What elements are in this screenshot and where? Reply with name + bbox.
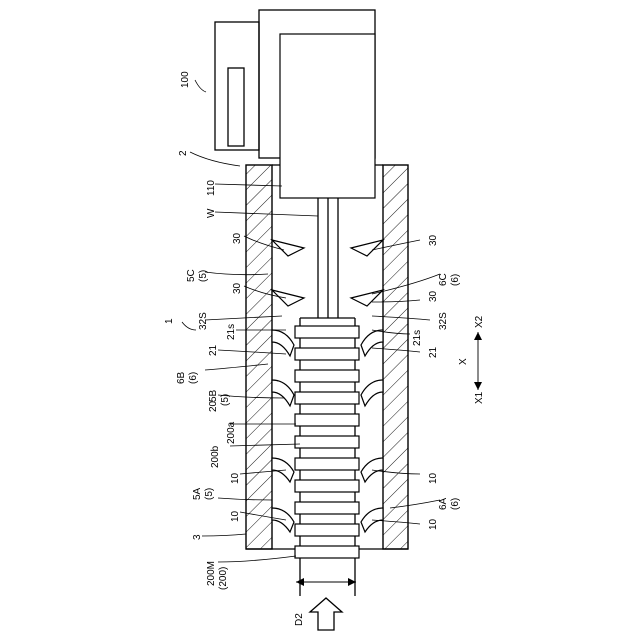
label-d2: D2 bbox=[294, 613, 305, 626]
label-axis-x1: X1 bbox=[474, 391, 485, 404]
label-30-b: 30 bbox=[232, 282, 243, 294]
label-21-left: 21 bbox=[208, 344, 219, 356]
cable-200 bbox=[295, 318, 359, 596]
label-30-d: 30 bbox=[428, 290, 439, 302]
label-10-c: 10 bbox=[428, 472, 439, 484]
label-5c-sub: (5) bbox=[198, 270, 209, 282]
label-6b-sub: (6) bbox=[188, 372, 199, 384]
housing-wall-right bbox=[383, 165, 408, 549]
label-6a: 6A bbox=[438, 497, 449, 510]
label-5b: 5B bbox=[208, 389, 219, 402]
label-3: 3 bbox=[192, 534, 203, 540]
label-110: 110 bbox=[206, 180, 217, 196]
device-100 bbox=[215, 10, 375, 198]
label-100: 100 bbox=[180, 71, 191, 88]
label-21s-left: 21s bbox=[226, 324, 237, 340]
label-200b: 200b bbox=[210, 445, 221, 468]
label-30-c: 30 bbox=[428, 234, 439, 246]
label-6c-sub: (6) bbox=[450, 274, 461, 286]
housing-wall-left bbox=[246, 165, 272, 549]
label-w: W bbox=[206, 208, 217, 218]
label-21s-right: 21s bbox=[412, 330, 423, 346]
label-10-d: 10 bbox=[428, 518, 439, 530]
label-axis-x2: X2 bbox=[474, 315, 485, 328]
direction-arrow-d2 bbox=[296, 578, 356, 630]
label-5a: 5A bbox=[192, 487, 203, 500]
label-6c: 6C bbox=[438, 273, 449, 286]
label-6a-sub: (6) bbox=[450, 498, 461, 510]
label-30-a: 30 bbox=[232, 232, 243, 244]
wire-w bbox=[318, 198, 338, 318]
label-200m-sub: (200) bbox=[218, 567, 229, 590]
label-6b: 6B bbox=[176, 371, 187, 384]
label-200m: 200M bbox=[206, 561, 217, 586]
label-1: 1 bbox=[164, 318, 175, 324]
label-5b-sub: (5) bbox=[220, 394, 231, 406]
label-10-a: 10 bbox=[230, 472, 241, 484]
label-21-right: 21 bbox=[428, 346, 439, 358]
label-32s-left: 32S bbox=[198, 312, 209, 330]
label-5c: 5C bbox=[186, 269, 197, 282]
label-32s-right: 32S bbox=[438, 312, 449, 330]
label-2: 2 bbox=[178, 150, 189, 156]
label-10-b: 10 bbox=[230, 510, 241, 522]
axis-indicator bbox=[474, 332, 482, 390]
label-5a-sub: (5) bbox=[204, 488, 215, 500]
label-axis-x: X bbox=[458, 358, 469, 365]
label-200a: 200a bbox=[226, 421, 237, 444]
